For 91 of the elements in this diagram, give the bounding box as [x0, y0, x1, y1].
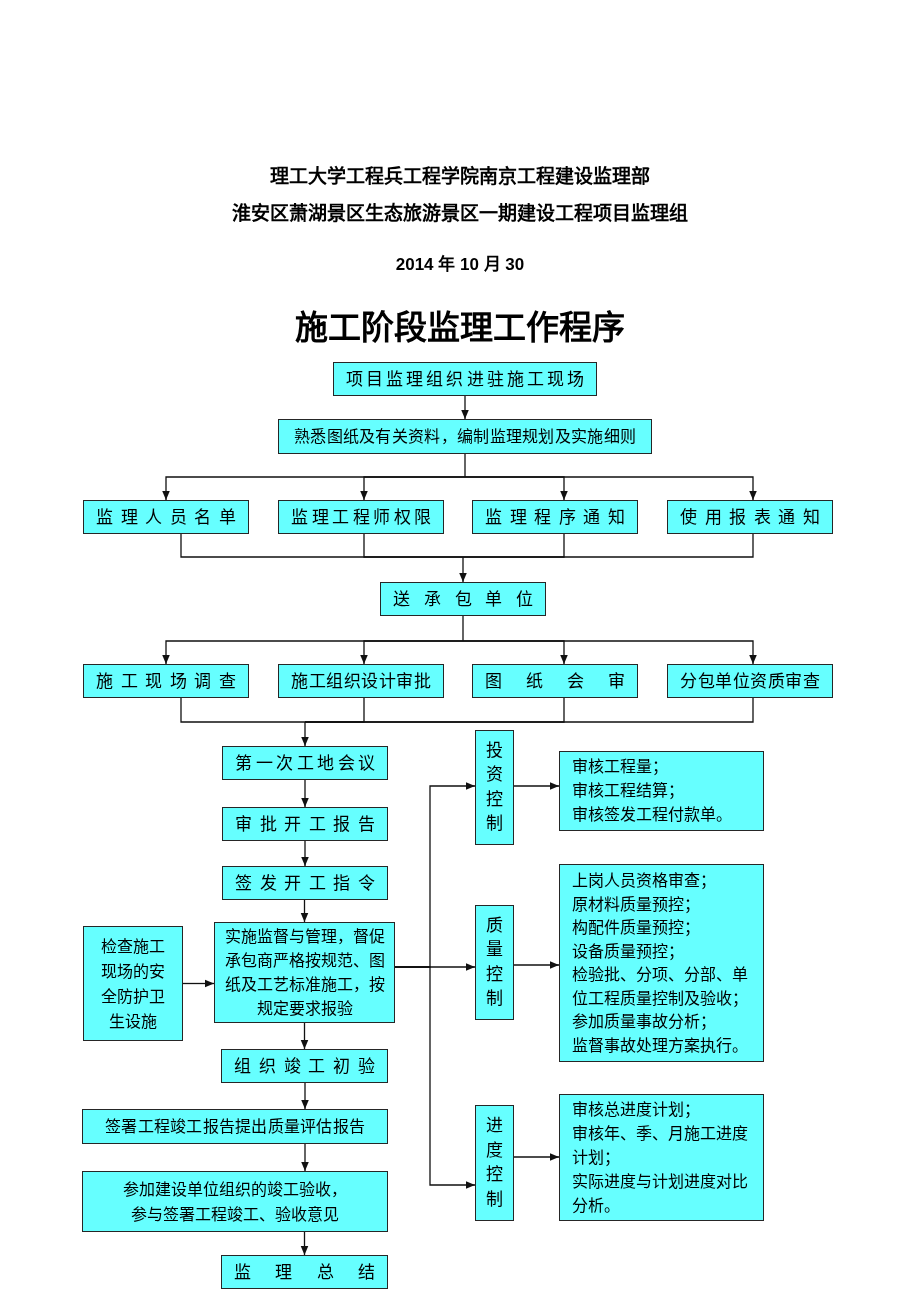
process-box — [83, 926, 183, 1041]
connector-line — [304, 697, 754, 723]
node-text: 监理人员名单 — [96, 508, 236, 526]
process-box — [472, 664, 638, 698]
category-box — [475, 730, 514, 845]
node-text: 使用报表通知 — [680, 508, 820, 526]
process-box — [222, 807, 388, 841]
arrow — [459, 556, 467, 583]
node-text: 施工现场调查 — [96, 672, 236, 690]
arrow — [300, 899, 309, 923]
list-item-text: 构配件质量预控； — [572, 918, 701, 938]
node-text: 审批开工报告 — [235, 815, 375, 833]
category-box — [475, 905, 514, 1020]
arrow — [301, 721, 309, 747]
list-item-text: 设备质量预控； — [572, 941, 685, 962]
node-text: 第一次工地会议 — [235, 754, 375, 772]
vertical-text: 投资控制 — [486, 739, 503, 835]
list-item-text: 实际进度与计划进度对比分析。 — [572, 1171, 749, 1216]
arrow — [301, 779, 309, 808]
process-box — [667, 500, 833, 534]
arrow — [360, 476, 466, 501]
process-box — [222, 866, 388, 900]
arrow — [513, 1153, 560, 1161]
node-text: 检查施工现场的安全防护卫生设施 — [100, 936, 166, 1032]
node-text: 项目监理组织进驻施工现场 — [346, 370, 584, 388]
process-box — [83, 664, 249, 698]
process-box — [83, 500, 249, 534]
process-box — [221, 1255, 388, 1289]
node-text: 分包单位资质审查 — [680, 672, 820, 690]
vertical-text: 进度控制 — [486, 1115, 503, 1211]
list-item-text: 监督事故处理方案执行。 — [572, 1035, 749, 1056]
arrow — [462, 640, 757, 665]
node-text: 监理程序通知 — [485, 508, 625, 526]
connector-line — [180, 697, 306, 723]
arrow — [394, 966, 476, 1189]
detail-box — [559, 1094, 764, 1221]
process-box — [221, 1049, 388, 1083]
detail-box — [559, 751, 764, 831]
arrow — [301, 1082, 309, 1110]
process-box — [214, 922, 395, 1023]
process-box — [82, 1171, 388, 1232]
connector-line — [464, 453, 466, 478]
process-box — [472, 500, 638, 534]
node-text: 图纸会审 — [485, 672, 625, 690]
process-box — [278, 664, 444, 698]
list-item-text: 审核总进度计划； — [572, 1099, 701, 1120]
arrow — [301, 840, 309, 867]
vertical-text: 质量控制 — [486, 914, 503, 1010]
node-text: 监理总结 — [234, 1263, 375, 1281]
arrow — [464, 476, 757, 501]
arrow — [301, 1143, 309, 1172]
list-item-text: 上岗人员资格审查； — [572, 871, 717, 891]
list-item-text: 参加质量事故分析； — [572, 1012, 717, 1032]
node-text: 送承包单位 — [393, 590, 533, 608]
node-text: 监理工程师权限 — [291, 508, 431, 526]
arrow — [300, 1022, 309, 1050]
arrow — [461, 395, 469, 420]
process-box — [667, 664, 833, 698]
node-text: 实施监督与管理，督促承包商严格按规范、图纸及工艺标准施工，按规定要求报验 — [223, 926, 386, 1019]
process-box — [380, 582, 546, 616]
arrow — [360, 640, 464, 665]
node-text: 组织竣工初验 — [234, 1057, 375, 1075]
list-item-text: 审核签发工程付款单。 — [572, 805, 733, 825]
header-text: 淮安区萧湖景区生态旅游景区一期建设工程项目监理组 — [232, 202, 688, 226]
process-box — [278, 500, 444, 534]
list-item-text: 检验批、分项、分部、单位工程质量控制及验收； — [572, 965, 749, 1009]
connector-line — [462, 533, 754, 558]
connector-line — [462, 615, 464, 642]
list-item-text: 原材料质量预控； — [572, 894, 701, 915]
arrow — [300, 1231, 309, 1256]
arrow — [513, 782, 560, 790]
process-box — [222, 746, 388, 780]
header-text: 理工大学工程兵工程学院南京工程建设监理部 — [270, 165, 650, 189]
list-item-text: 审核年、季、月施工进度计划； — [572, 1123, 749, 1168]
category-box — [475, 1105, 514, 1221]
detail-box — [559, 864, 764, 1062]
process-box — [333, 362, 597, 396]
date-text: 2014 年 10 月 30 — [395, 254, 525, 276]
process-box — [82, 1109, 388, 1144]
arrow — [182, 979, 215, 988]
arrow — [513, 961, 560, 969]
list-item-text: 审核工程量； — [572, 757, 669, 777]
node-text: 参加建设单位组织的竣工验收，参与签署工程竣工、验收意见 — [122, 1179, 348, 1225]
page-title: 施工阶段监理工作程序 — [295, 308, 625, 348]
node-text: 签发开工指令 — [235, 874, 375, 892]
list-item-text: 审核工程结算； — [572, 781, 685, 801]
node-text: 签署工程竣工报告提出质量评估报告 — [105, 1118, 365, 1135]
node-text: 施工组织设计审批 — [291, 672, 431, 690]
node-text: 熟悉图纸及有关资料，编制监理规划及实施细则 — [294, 428, 636, 445]
process-box — [278, 419, 652, 454]
connector-line — [363, 533, 464, 558]
